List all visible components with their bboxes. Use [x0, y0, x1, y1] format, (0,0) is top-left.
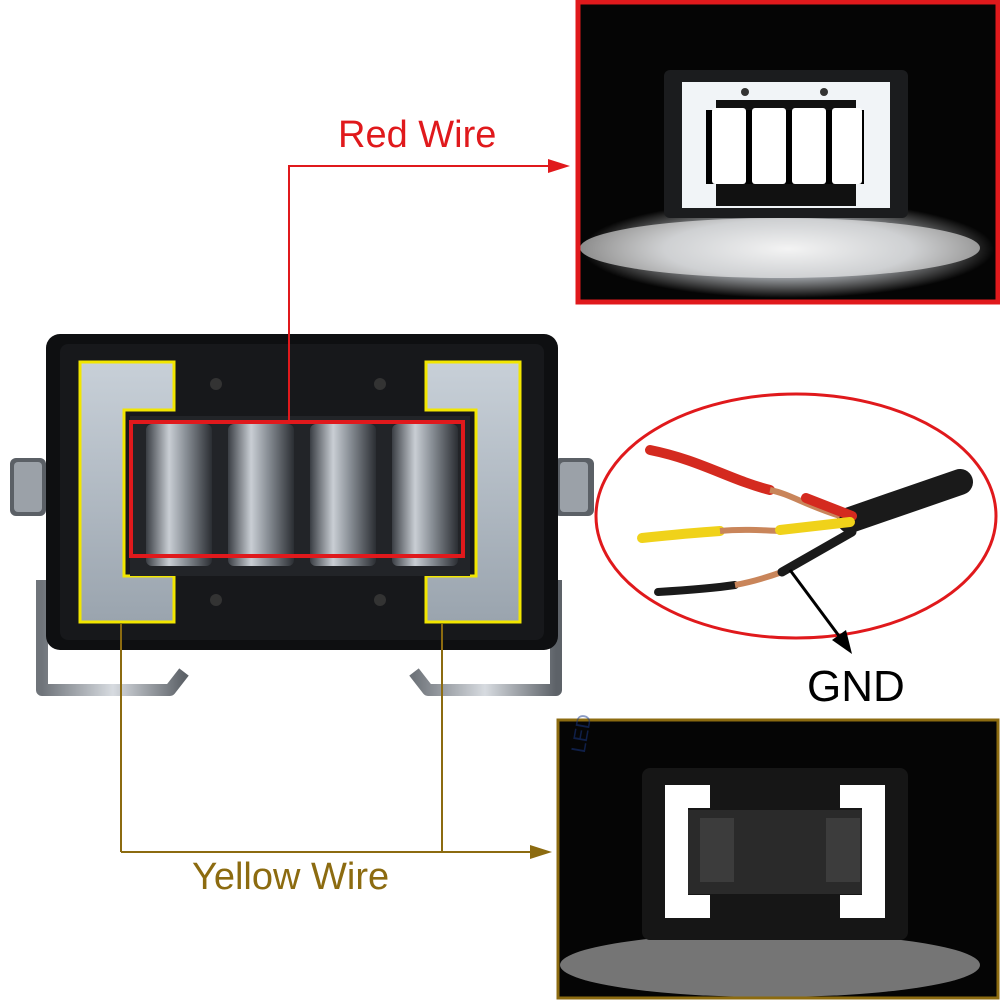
yellow-lead: [637, 526, 725, 543]
yellow-wire-callout: [120, 624, 552, 859]
gnd-label: GND: [807, 662, 905, 711]
black-lead: [654, 581, 739, 596]
wire-detail-inset: [594, 392, 998, 654]
red-wire-callout: [288, 159, 570, 422]
main-beam-photo: [575, 0, 1000, 305]
red-wire-label: Red Wire: [338, 114, 497, 156]
work-light-lamp: [10, 334, 594, 696]
yellow-wire-label: Yellow Wire: [192, 856, 390, 898]
red-lead: [645, 445, 775, 495]
drl-photo: LED: [556, 713, 1000, 1000]
